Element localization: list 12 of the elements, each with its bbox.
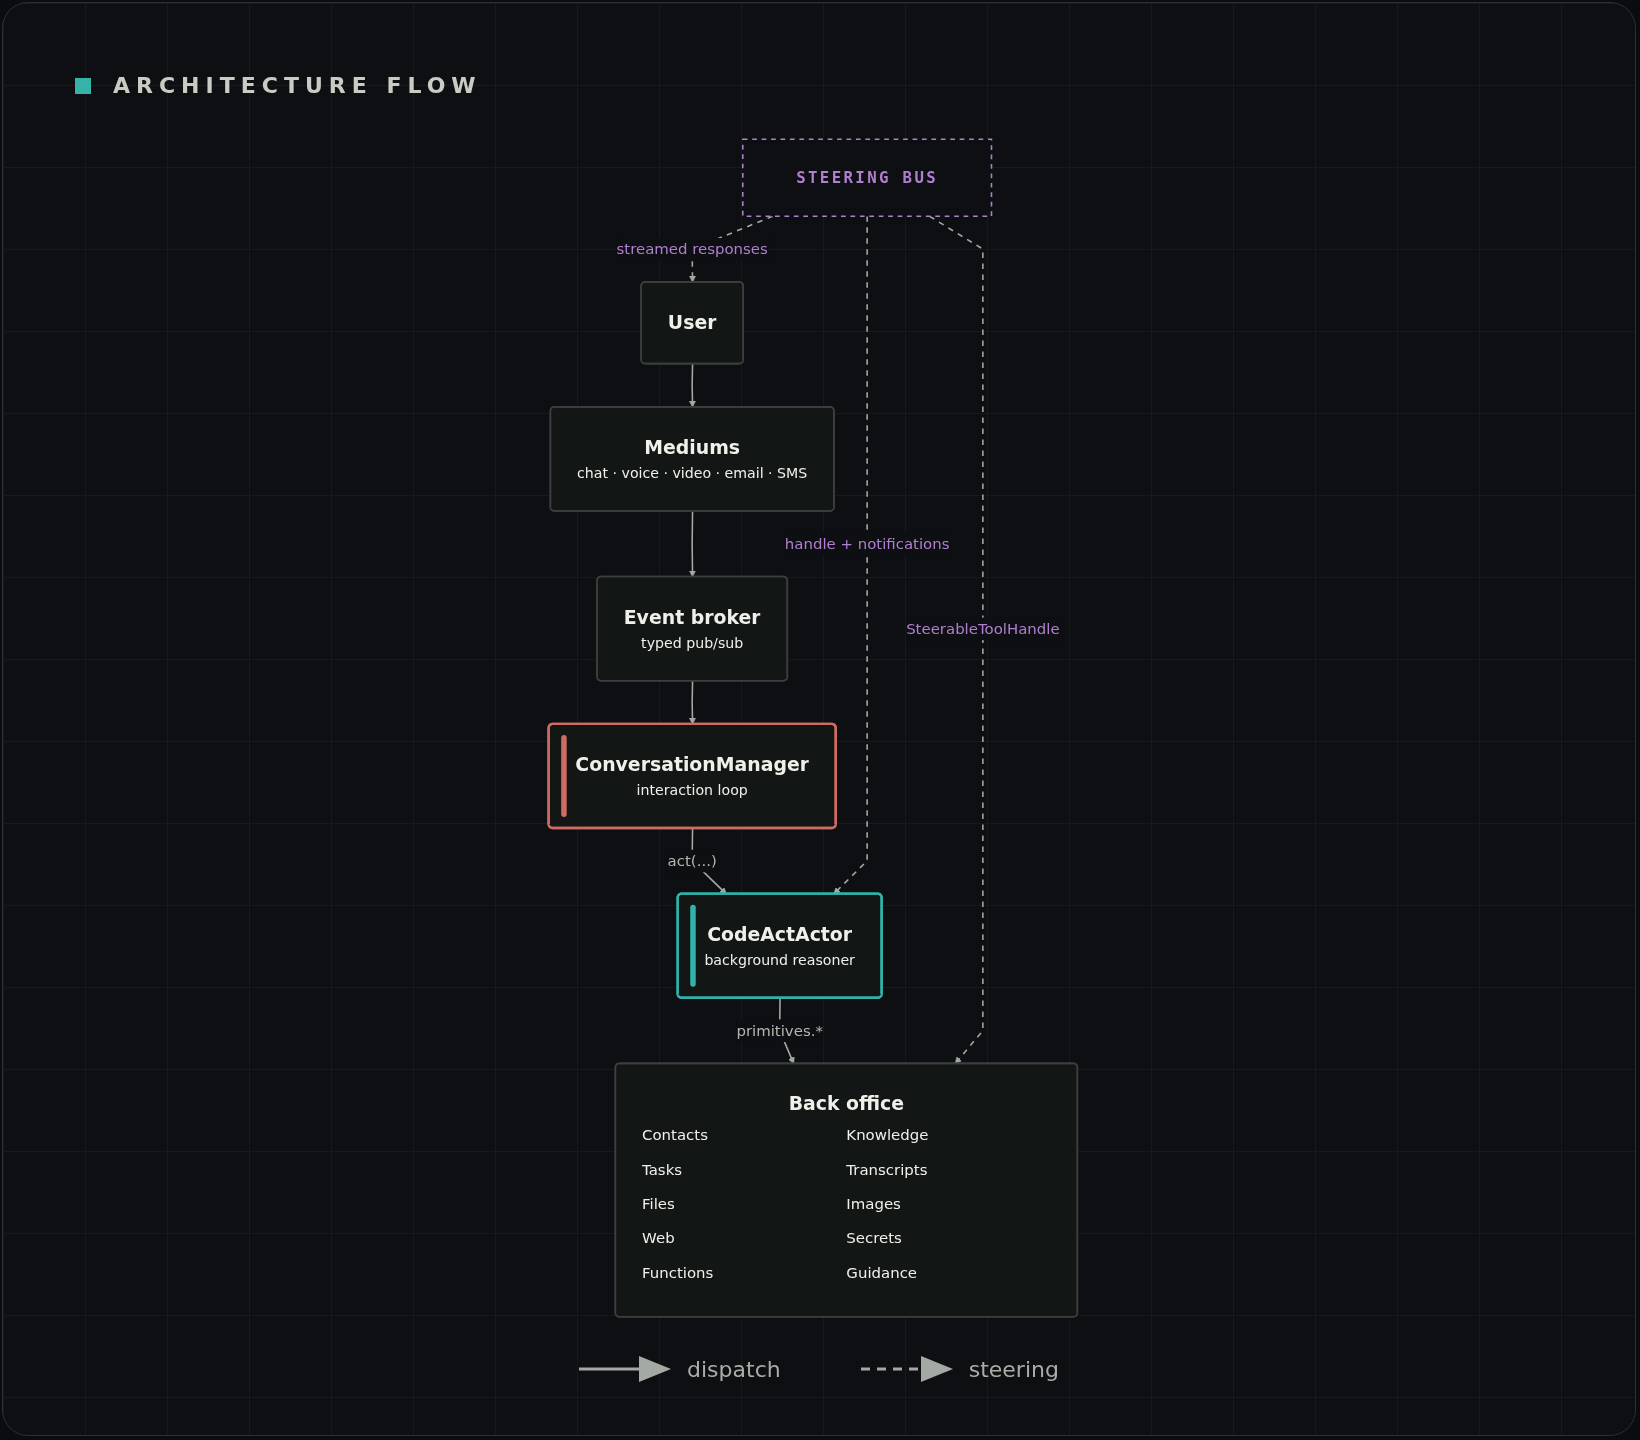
legend-label: steering xyxy=(968,1356,1059,1382)
edge-label: SteerableToolHandle xyxy=(906,619,1060,638)
edge-label: act(...) xyxy=(667,851,717,870)
edge-label: streamed responses xyxy=(616,240,768,258)
legend-label: dispatch xyxy=(687,1356,781,1382)
edge-label: primitives.* xyxy=(736,1021,823,1039)
diagram-title: ARCHITECTURE FLOW xyxy=(113,73,482,98)
node-box: STEERING BUS xyxy=(742,138,993,218)
arrow xyxy=(689,363,696,408)
edge-label: handle + notifications xyxy=(784,534,950,553)
arrow xyxy=(928,215,984,1065)
arrow xyxy=(689,510,696,578)
